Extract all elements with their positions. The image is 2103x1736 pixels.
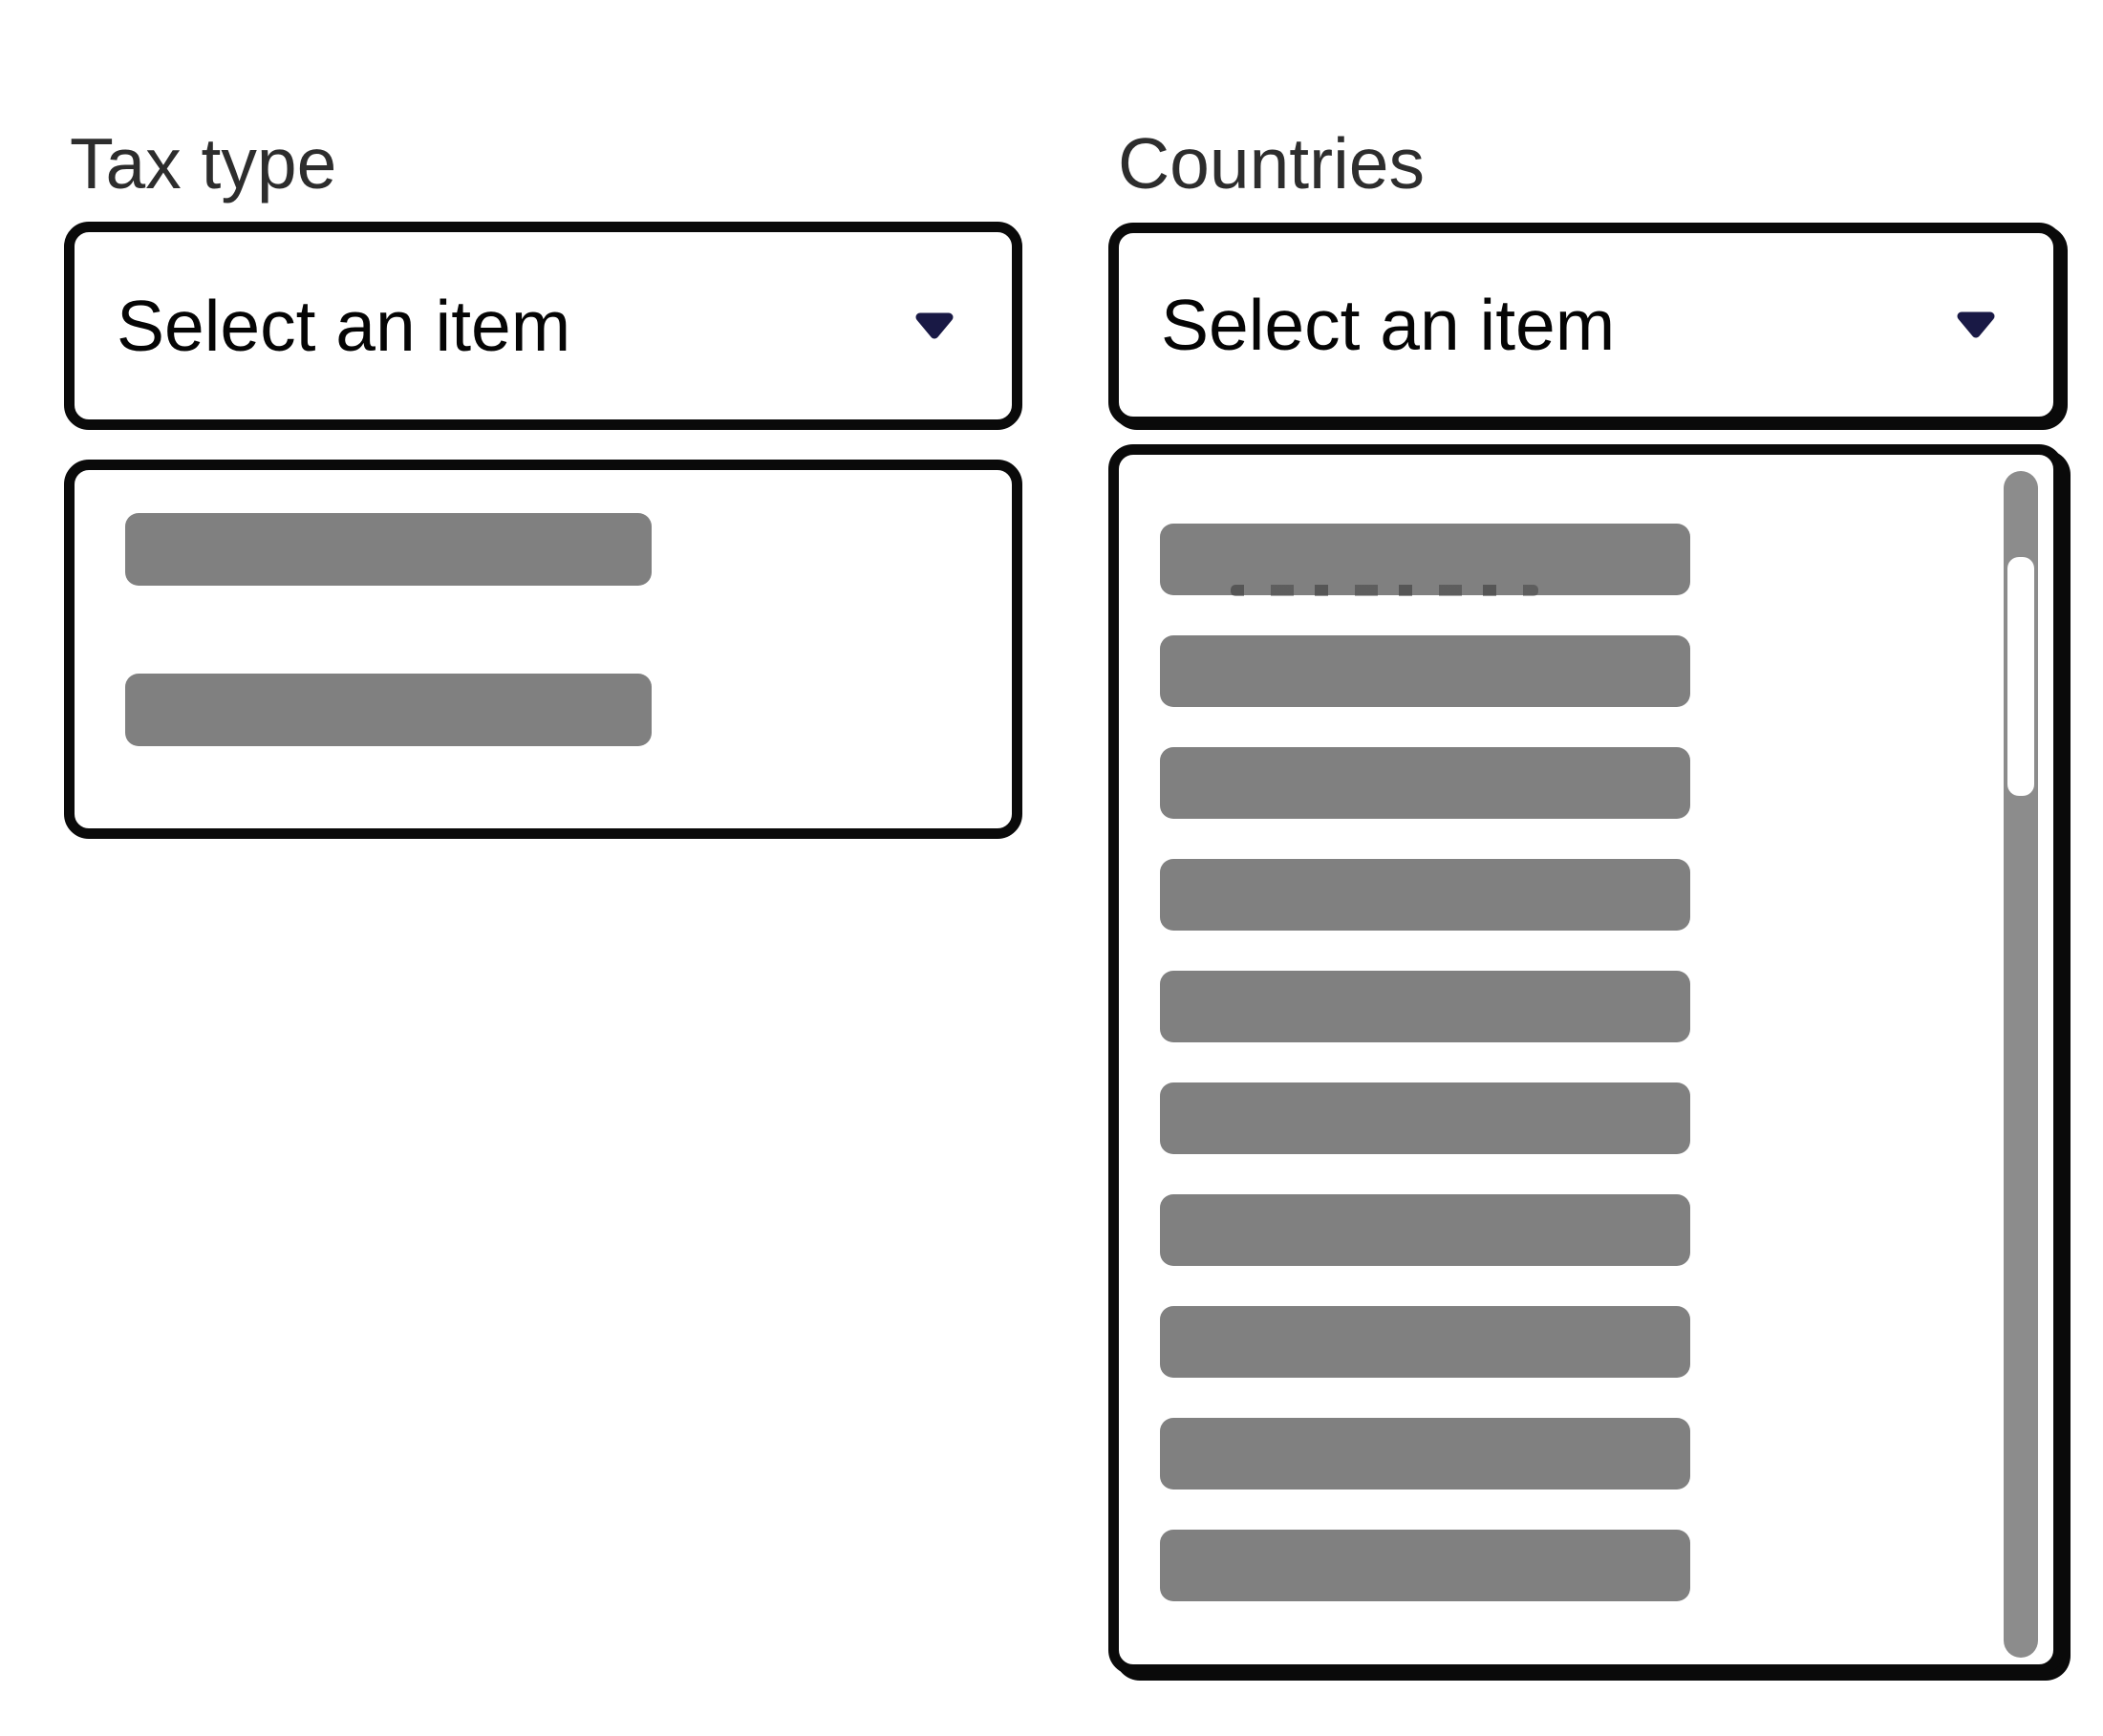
scrollbar-thumb[interactable]: [2007, 557, 2034, 796]
redacted-option-bar[interactable]: [1160, 859, 1690, 931]
countries-options: [1119, 455, 2053, 1664]
tax-type-listbox: [64, 460, 1022, 839]
redacted-option-bar[interactable]: [1160, 747, 1690, 819]
redacted-option-bar[interactable]: [1160, 1082, 1690, 1154]
redacted-option-bar[interactable]: [1160, 971, 1690, 1042]
tax-type-combobox[interactable]: Select an item: [64, 222, 1022, 430]
redacted-option-bar[interactable]: [1160, 1194, 1690, 1266]
countries-label: Countries: [1118, 123, 1425, 204]
redacted-option-bar[interactable]: [1160, 1306, 1690, 1378]
redacted-option-bar[interactable]: [125, 513, 652, 586]
countries-combobox[interactable]: Select an item: [1108, 223, 2064, 427]
chevron-down-icon: [1957, 311, 1995, 338]
redacted-option-bar[interactable]: [1160, 635, 1690, 707]
countries-listbox: [1108, 444, 2064, 1675]
countries-combobox-value: Select an item: [1161, 285, 1616, 365]
scrollbar-track[interactable]: [2004, 471, 2038, 1658]
tax-type-label: Tax type: [70, 123, 337, 204]
chevron-down-icon: [915, 312, 954, 339]
redacted-option-bar[interactable]: [125, 674, 652, 746]
redacted-option-bar[interactable]: [1160, 1530, 1690, 1601]
redacted-option-bar[interactable]: [1160, 1418, 1690, 1490]
tax-type-combobox-value: Select an item: [117, 286, 571, 366]
tax-type-options: [75, 470, 1012, 828]
redacted-option-bar[interactable]: [1160, 524, 1690, 596]
